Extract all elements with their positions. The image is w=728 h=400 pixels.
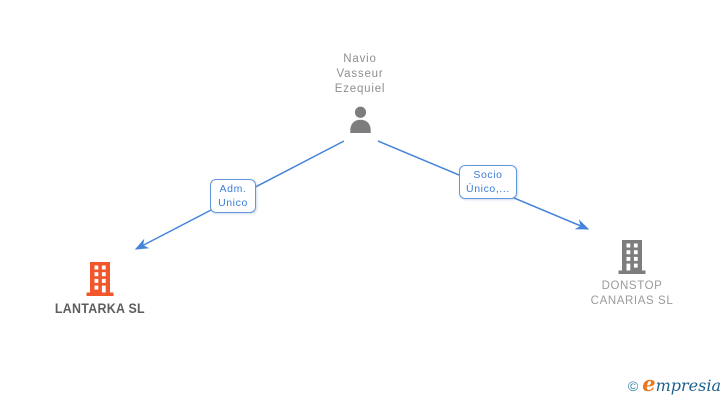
edge-label-socio-unico[interactable]: Socio Único,... <box>459 165 517 199</box>
brand-rest: mpresia <box>655 376 721 395</box>
person-icon <box>349 106 371 133</box>
company-node-donstop[interactable]: DONSTOP CANARIAS SL <box>584 240 680 309</box>
building-icon <box>86 262 114 296</box>
company-node-lantarka[interactable]: LANTARKA SL <box>40 262 160 316</box>
company-label-donstop: DONSTOP CANARIAS SL <box>590 280 674 307</box>
person-name: Navio Vasseur Ezequiel <box>334 53 386 95</box>
empresia-logo[interactable]: © e mpresia <box>628 371 721 396</box>
copyright-icon: © <box>627 378 639 394</box>
brand-initial: e <box>642 371 656 396</box>
building-icon <box>618 240 646 274</box>
person-node[interactable]: Navio Vasseur Ezequiel <box>320 52 400 133</box>
company-label-lantarka: LANTARKA SL <box>55 301 145 316</box>
edge-label-adm-unico[interactable]: Adm. Unico <box>210 179 256 213</box>
